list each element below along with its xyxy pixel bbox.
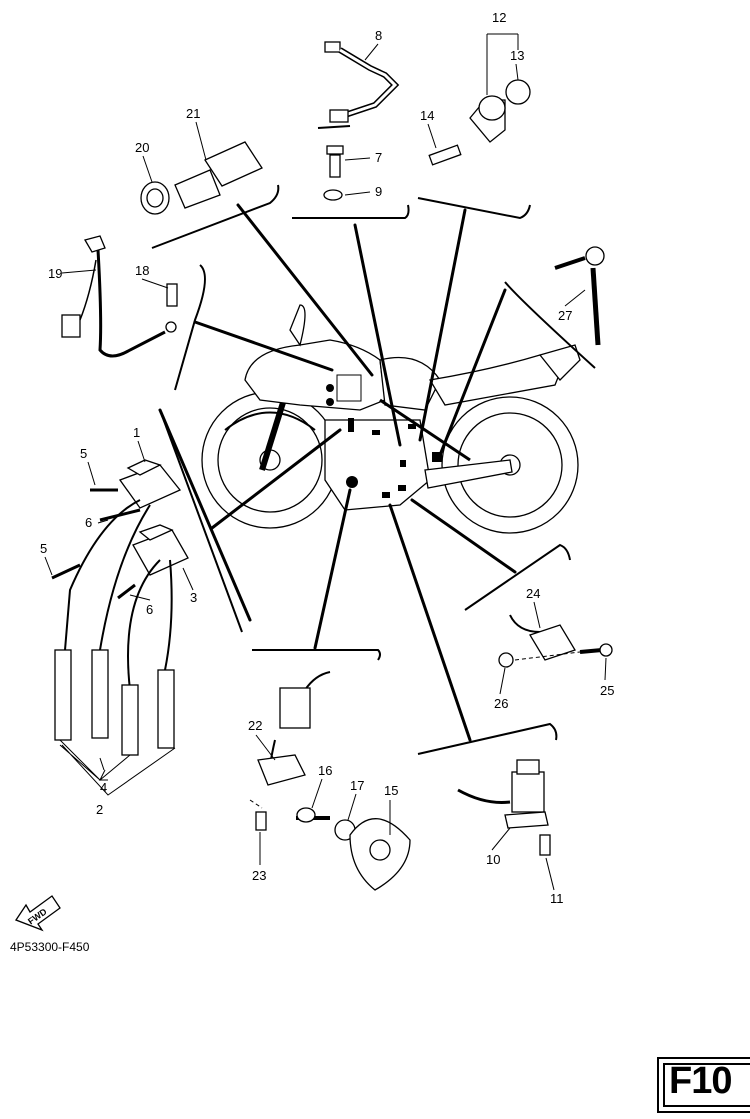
callout-1: 1	[133, 425, 140, 440]
page-id-box: F10	[657, 1057, 750, 1113]
callout-leaders	[44, 33, 607, 891]
pickup-rotor-part-15	[255, 671, 411, 891]
lead-part-19	[61, 235, 178, 358]
group-brackets	[151, 184, 596, 755]
callout-19: 19	[48, 266, 62, 281]
callout-11: 11	[550, 891, 564, 906]
callout-21: 21	[186, 106, 200, 121]
callout-labels: 1 2 3 4 5 5 6 6 7 8 9 10 11 12 13 14 15 …	[40, 10, 614, 906]
sensor-part-27	[554, 246, 605, 346]
callout-18: 18	[135, 263, 149, 278]
reference-code: 4P53300-F450	[10, 940, 90, 954]
callout-5b: 5	[40, 541, 47, 556]
sensor-part-12	[428, 79, 531, 166]
motorcycle-illustration	[201, 304, 581, 534]
callout-9: 9	[375, 184, 382, 199]
callout-25: 25	[600, 683, 614, 698]
fwd-arrow-icon: FWD	[15, 895, 61, 932]
callout-22: 22	[248, 718, 262, 733]
callout-13: 13	[510, 48, 524, 63]
sensor-part-10	[457, 759, 551, 856]
callout-6b: 6	[146, 602, 153, 617]
callout-17: 17	[350, 778, 364, 793]
callout-5a: 5	[80, 446, 87, 461]
sensor-part-21	[140, 141, 263, 215]
callout-12: 12	[492, 10, 506, 25]
callout-4: 4	[100, 780, 107, 795]
callout-23: 23	[252, 868, 266, 883]
callout-20: 20	[135, 140, 149, 155]
callout-14: 14	[420, 108, 434, 123]
page-id: F10	[669, 1060, 732, 1102]
callout-7: 7	[375, 150, 382, 165]
sensor-part-24	[498, 614, 613, 668]
callout-10: 10	[486, 852, 500, 867]
leader-lines	[158, 203, 517, 742]
callout-3: 3	[190, 590, 197, 605]
callout-2: 2	[96, 802, 103, 817]
callout-8: 8	[375, 28, 382, 43]
callout-16: 16	[318, 763, 332, 778]
switch-part-7	[317, 41, 400, 201]
ignition-coils-part-1	[51, 459, 189, 796]
callout-24: 24	[526, 586, 540, 601]
page-id-inner-frame	[663, 1063, 750, 1107]
callout-26: 26	[494, 696, 508, 711]
callout-27: 27	[558, 308, 572, 323]
callout-6a: 6	[85, 515, 92, 530]
callout-15: 15	[384, 783, 398, 798]
